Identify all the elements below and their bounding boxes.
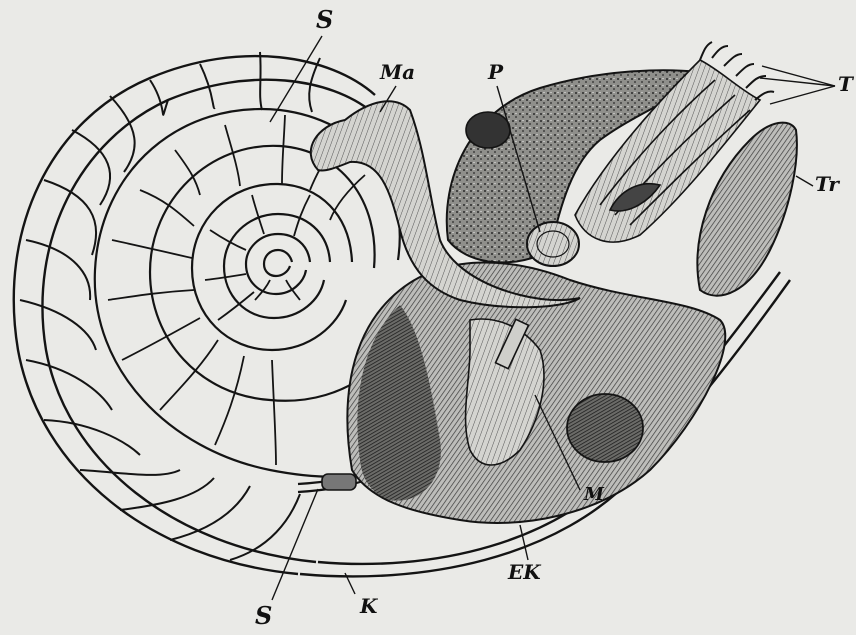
- label-shell-chamber: K: [360, 596, 377, 616]
- hood-opening: [466, 112, 510, 148]
- label-living-chamber: EK: [508, 562, 541, 582]
- label-siphuncle-top: S: [316, 8, 333, 32]
- label-siphuncle-bottom: S: [255, 604, 272, 628]
- shell-septa-outer: [20, 52, 320, 560]
- label-pupil-eye: P: [488, 62, 503, 82]
- label-tentacles: T: [838, 74, 853, 94]
- eye-pupil: [527, 222, 579, 266]
- muscle-oval: [567, 394, 643, 462]
- label-muscle: M: [584, 486, 604, 504]
- label-mantle: Ma: [380, 62, 415, 82]
- label-funnel: Tr: [815, 174, 839, 194]
